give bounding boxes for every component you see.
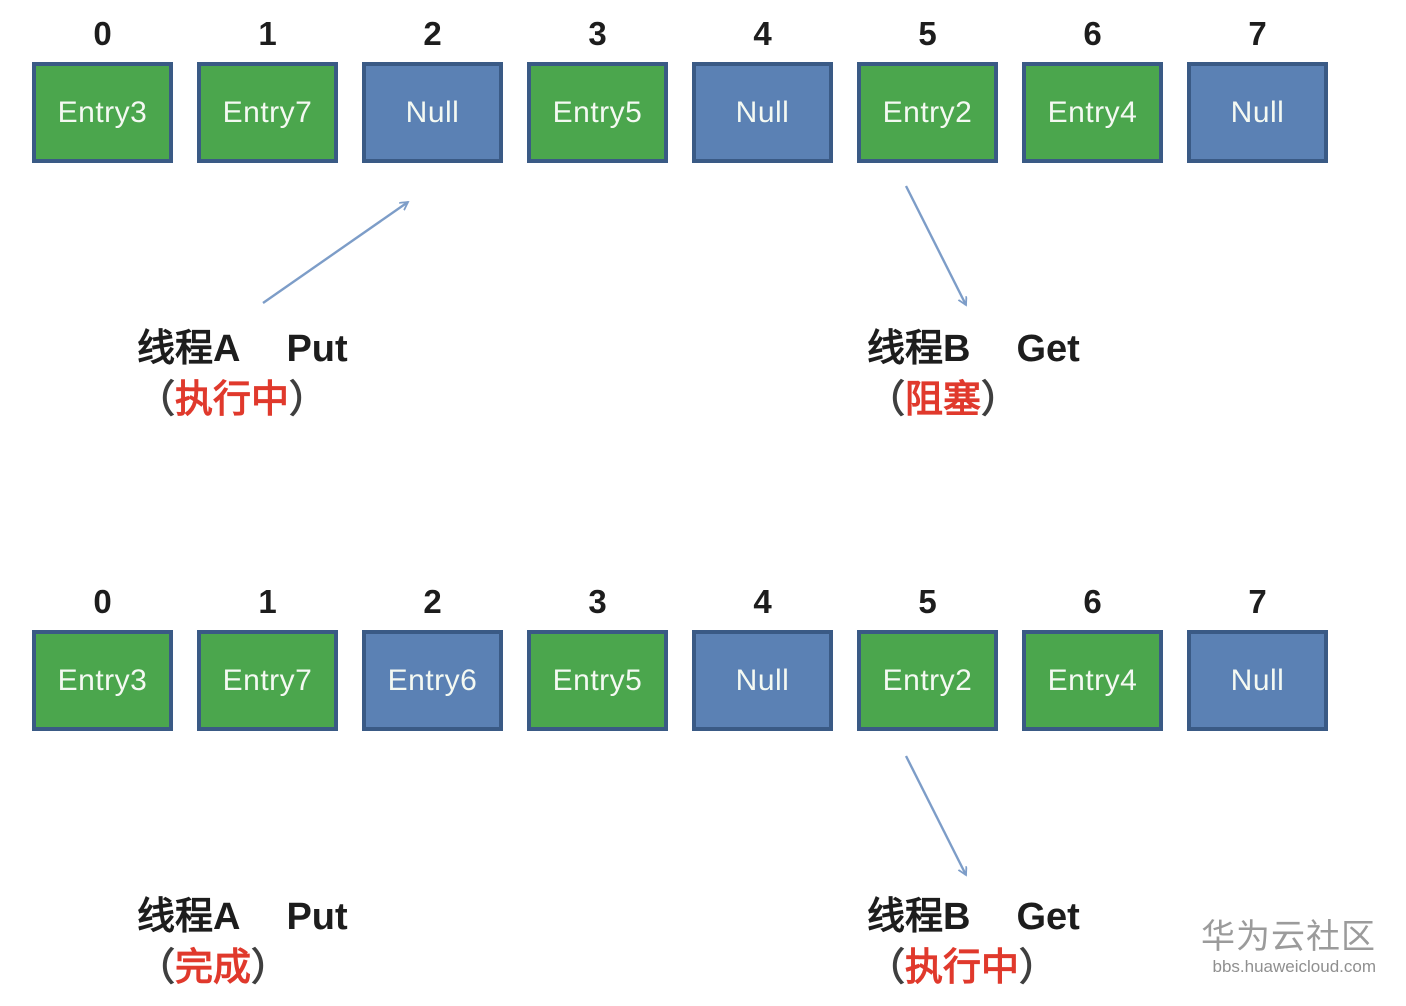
get-arrow-after — [904, 755, 966, 875]
watermark-site-name: 华为云社区 — [1201, 918, 1376, 956]
thread-name: 线程A — [137, 896, 241, 938]
array-row-before: 0 Entry3 1 Entry7 2 Null 3 Entry5 4 Null… — [32, 12, 1328, 163]
paren-close: ） — [1019, 947, 1058, 989]
thread-b-after-label: 线程B Get （执行中） — [867, 892, 1080, 994]
slot-index: 7 — [1248, 15, 1267, 52]
operation-name: Get — [1016, 328, 1080, 370]
paren-open: （ — [867, 947, 906, 989]
slot-index: 0 — [93, 15, 112, 52]
thread-name: 线程B — [867, 328, 971, 370]
array-slot: 3 Entry5 — [527, 12, 668, 163]
slot-index: 4 — [753, 583, 772, 620]
paren-open: （ — [137, 947, 176, 989]
array-slot: 3 Entry5 — [527, 580, 668, 731]
array-slot: 0 Entry3 — [32, 580, 173, 731]
array-slot: 7 Null — [1187, 580, 1328, 731]
paren-close: ） — [251, 947, 290, 989]
slot-index: 4 — [753, 15, 772, 52]
array-slot: 2 Null — [362, 12, 503, 163]
slot-cell: Entry5 — [527, 630, 668, 731]
operation-name: Put — [286, 896, 348, 938]
operation-name: Put — [286, 328, 348, 370]
array-slot: 2 Entry6 — [362, 580, 503, 731]
slot-cell: Entry4 — [1022, 630, 1163, 731]
thread-op-line: 线程B Get — [867, 324, 1080, 375]
array-slot: 5 Entry2 — [857, 12, 998, 163]
slot-index: 3 — [588, 15, 607, 52]
slot-cell: Entry2 — [857, 630, 998, 731]
array-row-after: 0 Entry3 1 Entry7 2 Entry6 3 Entry5 4 Nu… — [32, 580, 1328, 731]
thread-state-line: （阻塞） — [867, 375, 1080, 426]
slot-cell: Entry3 — [32, 630, 173, 731]
slot-index: 0 — [93, 583, 112, 620]
thread-state-line: （执行中） — [137, 375, 348, 426]
slot-cell: Null — [692, 62, 833, 163]
thread-op-line: 线程A Put — [137, 324, 348, 375]
array-slot: 1 Entry7 — [197, 580, 338, 731]
slot-index: 5 — [918, 15, 937, 52]
watermark: 华为云社区 bbs.huaweicloud.com — [1201, 918, 1376, 978]
slot-cell: Null — [1187, 630, 1328, 731]
array-slot: 1 Entry7 — [197, 12, 338, 163]
slot-index: 2 — [423, 583, 442, 620]
put-arrow-before — [262, 202, 408, 304]
slot-cell: Entry7 — [197, 630, 338, 731]
slot-index: 6 — [1083, 583, 1102, 620]
slot-cell: Entry3 — [32, 62, 173, 163]
thread-b-before-label: 线程B Get （阻塞） — [867, 324, 1080, 426]
paren-open: （ — [867, 379, 906, 421]
paren-close: ） — [289, 379, 328, 421]
paren-close: ） — [981, 379, 1020, 421]
array-slot: 6 Entry4 — [1022, 12, 1163, 163]
thread-state-line: （执行中） — [867, 943, 1080, 994]
thread-state: 完成 — [175, 947, 252, 989]
slot-cell: Null — [1187, 62, 1328, 163]
slot-cell: Null — [362, 62, 503, 163]
array-slot: 7 Null — [1187, 12, 1328, 163]
thread-name: 线程A — [137, 328, 241, 370]
array-slot: 0 Entry3 — [32, 12, 173, 163]
thread-op-line: 线程B Get — [867, 892, 1080, 943]
thread-state: 执行中 — [905, 947, 1020, 989]
thread-state: 执行中 — [175, 379, 290, 421]
array-slot: 5 Entry2 — [857, 580, 998, 731]
paren-open: （ — [137, 379, 176, 421]
thread-op-line: 线程A Put — [137, 892, 348, 943]
thread-a-after-label: 线程A Put （完成） — [137, 892, 348, 994]
thread-name: 线程B — [867, 896, 971, 938]
thread-state-line: （完成） — [137, 943, 348, 994]
slot-cell: Entry4 — [1022, 62, 1163, 163]
array-slot: 4 Null — [692, 580, 833, 731]
slot-index: 1 — [258, 15, 277, 52]
slot-index: 3 — [588, 583, 607, 620]
slot-cell-new-entry: Entry6 — [362, 630, 503, 731]
array-slot: 6 Entry4 — [1022, 580, 1163, 731]
watermark-site-url: bbs.huaweicloud.com — [1212, 957, 1376, 976]
thread-state: 阻塞 — [905, 379, 982, 421]
thread-a-before-label: 线程A Put （执行中） — [137, 324, 348, 426]
slot-index: 6 — [1083, 15, 1102, 52]
slot-index: 7 — [1248, 583, 1267, 620]
array-slot: 4 Null — [692, 12, 833, 163]
get-arrow-before — [904, 185, 966, 305]
slot-index: 5 — [918, 583, 937, 620]
operation-name: Get — [1016, 896, 1080, 938]
slot-cell: Entry2 — [857, 62, 998, 163]
slot-index: 1 — [258, 583, 277, 620]
slot-cell: Null — [692, 630, 833, 731]
slot-cell: Entry7 — [197, 62, 338, 163]
slot-index: 2 — [423, 15, 442, 52]
slot-cell: Entry5 — [527, 62, 668, 163]
